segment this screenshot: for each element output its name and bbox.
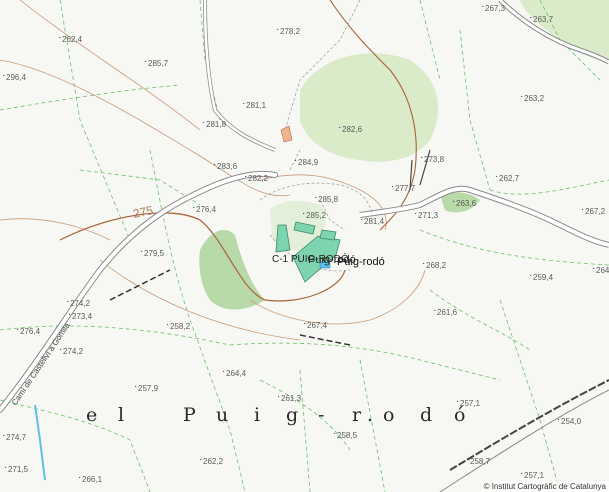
northeast-road (498, 0, 609, 65)
map-attribution[interactable]: © Institut Cartogràfic de Catalunya (480, 481, 609, 492)
north-road (203, 0, 276, 152)
spot-height: 266,1 (78, 473, 102, 484)
building (280, 125, 293, 143)
east-road (359, 185, 609, 248)
toponym-letter: r (352, 404, 362, 426)
spot-height: 262,2 (199, 455, 223, 466)
place-label: Puig-rodó (337, 256, 385, 268)
spot-height: 285,2 (302, 209, 326, 220)
building (292, 235, 341, 283)
spot-height: 267,3 (481, 2, 505, 13)
contour-lines (0, 0, 426, 341)
buildings (275, 125, 341, 283)
spot-height: 257,1 (520, 469, 544, 480)
spot-height: 268,2 (422, 259, 446, 270)
spot-height: 274,2 (66, 297, 90, 308)
spot-height: 276,4 (16, 325, 40, 336)
spot-height: 279,5 (140, 247, 164, 258)
toponym-letter: o (383, 404, 395, 426)
vegetation-area (300, 53, 439, 162)
spot-height: 258,5 (333, 429, 357, 440)
toponym-letter: u (216, 404, 229, 426)
spot-height: 282,6 (338, 123, 362, 134)
spot-height: 281,1 (242, 99, 266, 110)
water-tank (319, 261, 331, 269)
spot-height: 285,7 (144, 57, 168, 68)
spot-height: 262,4 (58, 33, 82, 44)
spot-height: 254,0 (557, 415, 581, 426)
stream (34, 404, 46, 481)
toponym-letter: e (86, 404, 98, 426)
spot-height: 264 (592, 264, 609, 275)
railway (439, 389, 609, 492)
building (319, 229, 337, 241)
main-road (0, 170, 278, 413)
spot-height: 277,7 (391, 182, 415, 193)
spot-height: 284,9 (294, 156, 318, 167)
spot-height: 271,3 (414, 209, 438, 220)
vegetation-area (520, 0, 609, 61)
spot-height: 259,4 (529, 271, 553, 282)
spot-height: 273,4 (68, 310, 92, 321)
toponym-letter: - (318, 404, 325, 426)
spot-height: 258,2 (166, 320, 190, 331)
spot-height: 263,2 (520, 92, 544, 103)
toponym-letter: g (286, 404, 299, 426)
toponym-letter: ó (454, 404, 466, 426)
toponym-letter: i (254, 404, 261, 426)
spot-height: 281,4 (360, 215, 384, 226)
spot-height: 267,2 (581, 205, 605, 216)
spot-height: 257,9 (134, 382, 158, 393)
toponym-letter: l (118, 404, 125, 426)
spot-height: 264,4 (222, 367, 246, 378)
spot-height: 263,6 (452, 197, 476, 208)
spot-height: 273,8 (420, 153, 444, 164)
toponym-letter: . (367, 404, 374, 426)
spot-height: 278,2 (276, 25, 300, 36)
building-code-label: C-1 PUIG-RODÓ (272, 254, 349, 265)
index-contour (329, 0, 417, 231)
vegetation-area (199, 230, 265, 310)
spot-height: 262,7 (495, 172, 519, 183)
spot-height: 257,1 (456, 397, 480, 408)
toponym-letter: d (420, 404, 433, 426)
spot-height: 267,4 (303, 319, 327, 330)
spot-height: 258,7 (466, 455, 490, 466)
spot-height: 274,7 (2, 431, 26, 442)
index-contour (59, 212, 346, 302)
spot-height: 261,3 (277, 392, 301, 403)
place-label-shadow: Puig-rodó (308, 254, 356, 266)
spot-height: 274,2 (59, 345, 83, 356)
building (275, 224, 291, 253)
spot-height: 281,8 (202, 118, 226, 129)
spot-height: 263,7 (529, 13, 553, 24)
toponym-letter: P (183, 404, 196, 426)
spot-height: 276,4 (192, 203, 216, 214)
spot-height: 283,6 (213, 160, 237, 171)
spot-height: 282,2 (244, 172, 268, 183)
spot-height: 261,6 (433, 306, 457, 317)
spot-height: 271,5 (4, 463, 28, 474)
spot-height: 285,8 (314, 193, 338, 204)
building (293, 221, 316, 235)
spot-height: 296,4 (2, 71, 26, 82)
track (109, 269, 171, 301)
